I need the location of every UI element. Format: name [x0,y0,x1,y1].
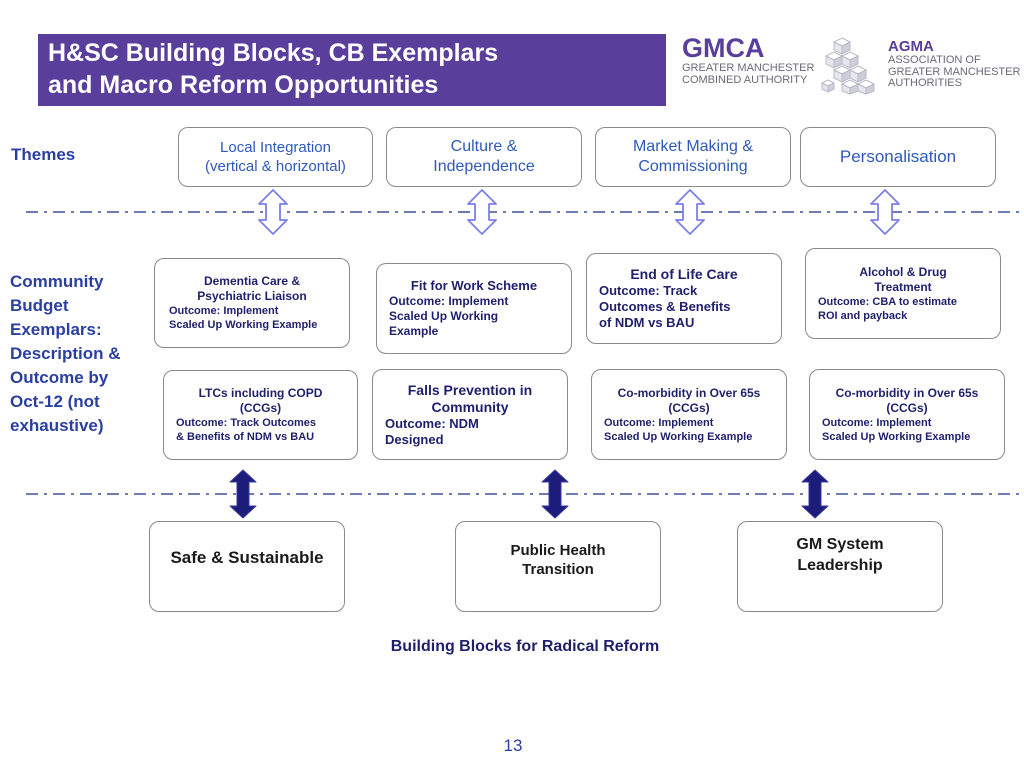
exemplar-alcohol-drug-treatment: Alcohol & Drug Treatment Outcome: CBA to… [805,248,1001,339]
exemplar-end-of-life-care: End of Life Care Outcome: Track Outcomes… [586,253,782,344]
exemplar-outcome: Outcome: CBA to estimate ROI and payback [818,295,957,322]
exemplar-falls-prevention: Falls Prevention in Community Outcome: N… [372,369,568,460]
exemplar-outcome: Outcome: Implement Scaled Up Working Exa… [389,294,509,338]
agma-cubes-icon [820,37,876,95]
building-block-public-health: Public Health Transition [455,521,661,612]
double-arrow-hollow-icon [675,189,705,235]
exemplar-outcome: Outcome: Implement Scaled Up Working Exa… [169,305,318,331]
double-arrow-hollow-icon [467,189,497,235]
theme-label: Culture & Independence [433,138,535,175]
exemplar-title: Dementia Care & Psychiatric Liaison [197,274,307,303]
theme-label: Local Integration (vertical & horizontal… [205,139,346,175]
double-arrow-hollow-icon [258,189,288,235]
double-arrow-solid-icon [801,469,829,519]
exemplar-title: LTCs including COPD (CCGs) [198,386,323,415]
exemplar-dementia-care: Dementia Care & Psychiatric Liaison Outc… [154,258,350,348]
gmca-logo-subtitle: GREATER MANCHESTER COMBINED AUTHORITY [682,62,815,86]
agma-logo-subtitle: ASSOCIATION OF GREATER MANCHESTER AUTHOR… [888,54,1021,89]
building-block-label: GM System Leadership [796,535,884,574]
exemplar-title: Falls Prevention in Community [407,381,533,415]
theme-personalisation: Personalisation [800,127,996,187]
building-block-gm-system-leadership: GM System Leadership [737,521,943,612]
page-number: 13 [503,736,523,755]
building-block-safe-sustainable: Safe & Sustainable [149,521,345,612]
exemplar-fit-for-work: Fit for Work Scheme Outcome: Implement S… [376,263,572,354]
building-block-label: Public Health Transition [510,541,606,578]
community-budget-label: Community Budget Exemplars: Description … [10,272,121,435]
agma-logo: AGMA ASSOCIATION OF GREATER MANCHESTER A… [888,38,1024,94]
exemplar-comorbidity-over-65s: Co-morbidity in Over 65s (CCGs) Outcome:… [591,369,787,460]
theme-market-making: Market Making & Commissioning [595,127,791,187]
double-arrow-solid-icon [541,469,569,519]
theme-label: Market Making & Commissioning [632,138,754,175]
agma-logo-name: AGMA [888,38,934,55]
theme-label: Personalisation [839,147,957,166]
exemplar-outcome: Outcome: Implement Scaled Up Working Exa… [604,416,753,443]
theme-culture-independence: Culture & Independence [386,127,582,187]
gmca-logo: GMCA GREATER MANCHESTER COMBINED AUTHORI… [682,34,822,94]
double-arrow-hollow-icon [870,189,900,235]
exemplar-title: Fit for Work Scheme [410,278,538,293]
exemplar-title: Co-morbidity in Over 65s (CCGs) [835,385,979,415]
gmca-logo-name: GMCA [682,33,765,63]
double-arrow-solid-icon [229,469,257,519]
themes-label: Themes [11,145,76,164]
building-blocks-caption: Building Blocks for Radical Reform [390,638,660,655]
exemplar-title: Alcohol & Drug Treatment [859,264,947,294]
exemplar-comorbidity-over-65s-2: Co-morbidity in Over 65s (CCGs) Outcome:… [809,369,1005,460]
exemplar-outcome: Outcome: NDM Designed [385,415,479,447]
exemplar-title: End of Life Care [630,266,738,282]
exemplar-title: Co-morbidity in Over 65s (CCGs) [617,385,761,415]
exemplar-outcome: Outcome: Implement Scaled Up Working Exa… [822,416,971,443]
page-title: H&SC Building Blocks, CB Exemplars and M… [38,34,666,106]
exemplar-ltcs-copd: LTCs including COPD (CCGs) Outcome: Trac… [163,370,358,460]
building-block-label: Safe & Sustainable [170,547,324,567]
theme-local-integration: Local Integration (vertical & horizontal… [178,127,373,187]
exemplar-outcome: Outcome: Track Outcomes & Benefits of ND… [176,417,316,443]
exemplar-outcome: Outcome: Track Outcomes & Benefits of ND… [599,283,731,330]
